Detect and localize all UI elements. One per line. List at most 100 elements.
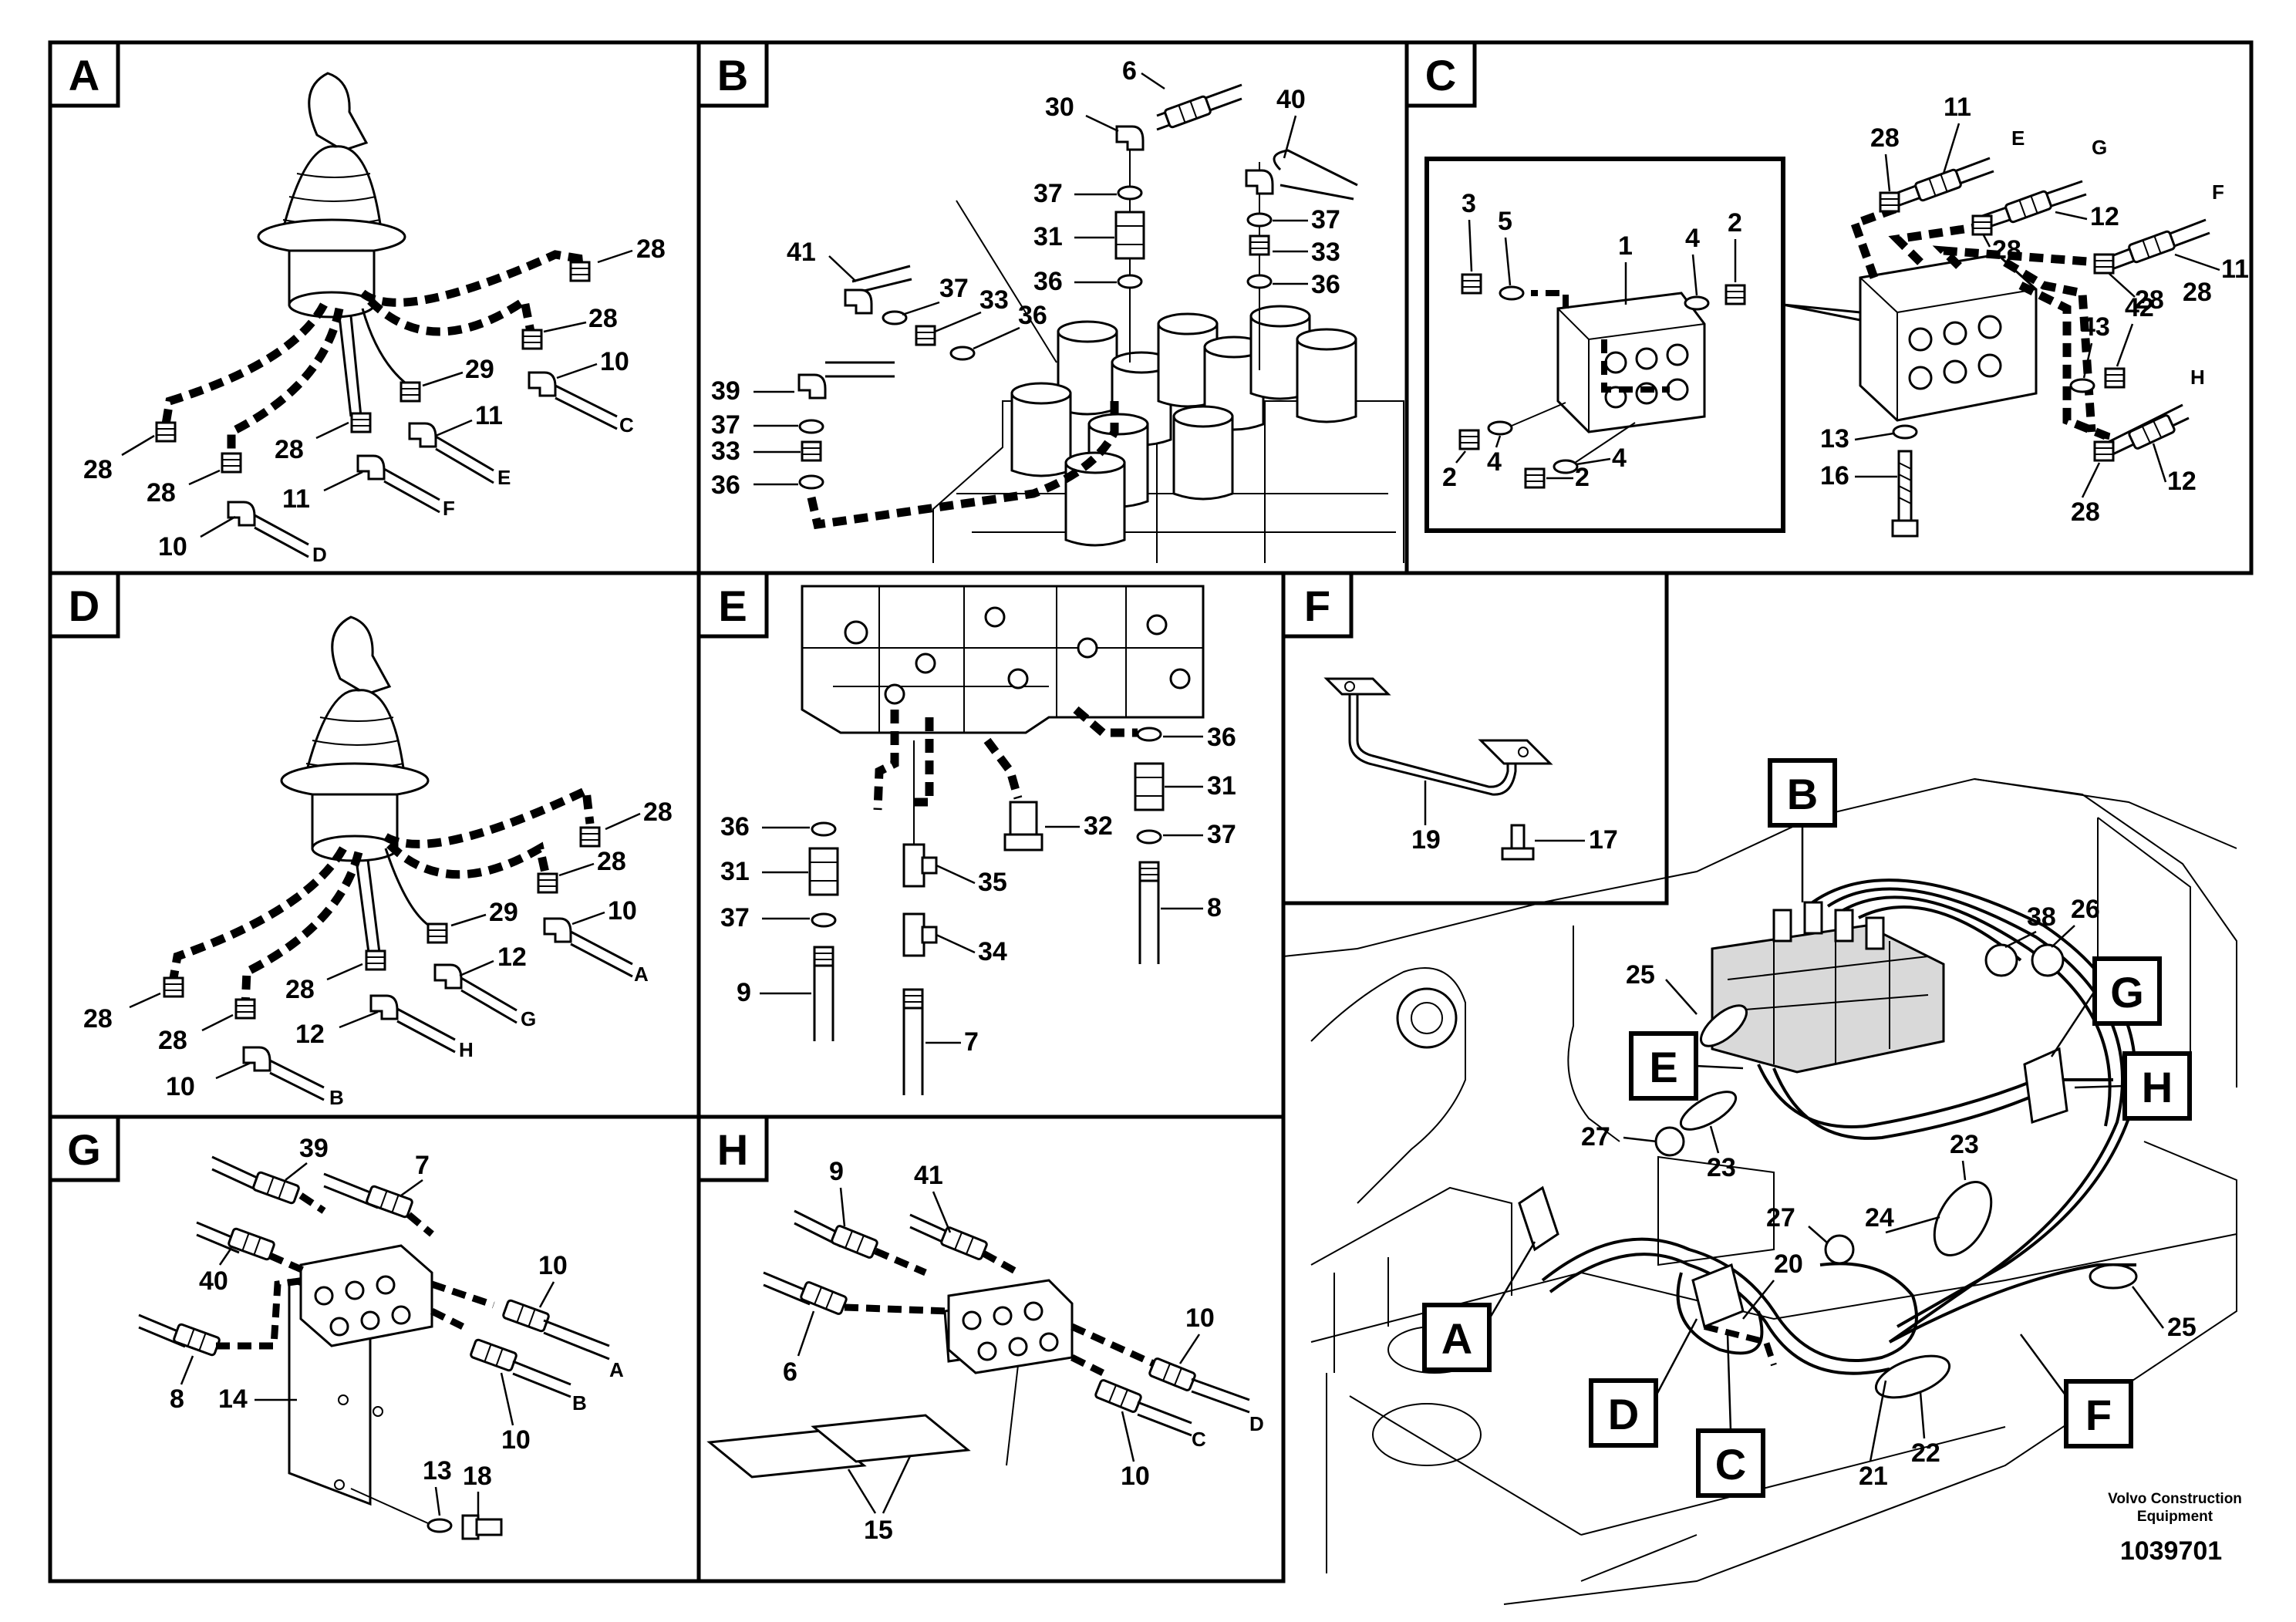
svg-text:27: 27 (1766, 1203, 1795, 1233)
svg-text:1: 1 (1618, 231, 1633, 261)
svg-text:E: E (2011, 126, 2025, 150)
svg-text:G: G (67, 1125, 101, 1174)
svg-text:B: B (572, 1391, 587, 1415)
svg-text:A: A (69, 51, 99, 99)
svg-text:28: 28 (2071, 497, 2100, 527)
svg-text:H: H (2190, 366, 2205, 389)
svg-text:10: 10 (600, 347, 629, 376)
svg-text:20: 20 (1774, 1249, 1803, 1279)
svg-text:D: D (312, 543, 327, 566)
svg-text:32: 32 (1084, 811, 1113, 841)
panel-c-inset (1424, 157, 1861, 533)
svg-text:28: 28 (597, 847, 626, 876)
svg-text:C: C (1425, 51, 1456, 99)
svg-text:29: 29 (489, 898, 518, 927)
svg-text:25: 25 (2167, 1313, 2197, 1342)
svg-text:9: 9 (829, 1157, 844, 1186)
overview-callouts: B E G H A D C F 25 38 26 23 27 23 27 24 … (1424, 760, 2197, 1496)
svg-text:28: 28 (636, 234, 666, 264)
svg-text:37: 37 (1033, 179, 1063, 208)
svg-text:36: 36 (1018, 301, 1047, 330)
svg-text:28: 28 (83, 1004, 113, 1034)
svg-text:36: 36 (1033, 267, 1063, 296)
svg-text:31: 31 (1033, 222, 1063, 251)
svg-text:28: 28 (1870, 123, 1900, 153)
svg-text:25: 25 (1626, 960, 1655, 990)
svg-text:E: E (1649, 1043, 1677, 1091)
svg-text:5: 5 (1498, 207, 1512, 236)
panel-tag-b: B (696, 40, 769, 108)
svg-text:10: 10 (538, 1251, 568, 1280)
svg-text:D: D (1249, 1412, 1264, 1435)
svg-text:C: C (619, 413, 634, 437)
svg-text:15: 15 (864, 1516, 893, 1545)
svg-text:40: 40 (199, 1266, 228, 1296)
svg-text:36: 36 (711, 470, 740, 500)
svg-text:10: 10 (158, 532, 187, 561)
panel-d-art (163, 615, 633, 1101)
svg-text:11: 11 (2221, 255, 2249, 284)
svg-text:G: G (2110, 968, 2144, 1017)
panel-f-art (1323, 677, 1553, 861)
panel-b-labels: 6 30 40 37 31 36 37 33 36 41 37 33 36 39… (711, 56, 1340, 500)
svg-text:4: 4 (1685, 224, 1700, 253)
panel-a-labels: 28 28 29 10 28 28 28 11 11 10 C E F D (83, 234, 666, 566)
company-name-line2: Equipment (2137, 1509, 2213, 1525)
svg-text:2: 2 (1575, 463, 1590, 492)
svg-text:12: 12 (2090, 202, 2119, 231)
svg-text:11: 11 (1944, 93, 1971, 122)
svg-text:B: B (1787, 770, 1818, 818)
panel-e-art (801, 585, 1205, 1095)
svg-text:23: 23 (1950, 1130, 1979, 1159)
company-name-line1: Volvo Construction (2108, 1491, 2242, 1507)
svg-text:43: 43 (2081, 312, 2110, 342)
svg-text:13: 13 (423, 1456, 452, 1485)
svg-text:8: 8 (1207, 893, 1222, 922)
svg-text:2: 2 (1728, 208, 1742, 238)
svg-text:36: 36 (720, 812, 750, 841)
svg-text:C: C (1192, 1428, 1206, 1451)
svg-text:A: A (634, 963, 649, 986)
svg-text:27: 27 (1581, 1122, 1610, 1152)
panel-c-frame (1404, 40, 2254, 575)
panel-tag-g: G (48, 1114, 120, 1182)
svg-text:E: E (718, 582, 747, 630)
svg-text:37: 37 (939, 274, 969, 303)
svg-text:F: F (2085, 1391, 2112, 1439)
svg-text:28: 28 (2135, 285, 2164, 315)
panel-b-art (797, 83, 1404, 563)
svg-text:33: 33 (979, 285, 1009, 315)
svg-text:10: 10 (1185, 1303, 1215, 1333)
panel-tag-e: E (696, 571, 769, 639)
svg-text:10: 10 (166, 1072, 195, 1101)
svg-text:2: 2 (1442, 463, 1457, 492)
panel-h-frame (696, 1114, 1286, 1583)
svg-text:C: C (1715, 1440, 1746, 1489)
svg-text:28: 28 (2183, 278, 2212, 307)
svg-text:40: 40 (1276, 85, 1306, 114)
svg-text:10: 10 (501, 1425, 531, 1455)
svg-text:12: 12 (295, 1020, 325, 1049)
svg-text:34: 34 (978, 937, 1007, 966)
svg-text:24: 24 (1865, 1203, 1894, 1233)
svg-text:7: 7 (964, 1027, 979, 1057)
svg-text:39: 39 (711, 376, 740, 406)
svg-text:G: G (521, 1007, 536, 1030)
svg-text:29: 29 (465, 355, 494, 384)
svg-text:28: 28 (285, 975, 315, 1004)
svg-text:28: 28 (147, 478, 176, 508)
svg-text:22: 22 (1911, 1438, 1940, 1468)
svg-text:17: 17 (1589, 825, 1618, 855)
svg-text:37: 37 (720, 903, 750, 932)
svg-text:28: 28 (1992, 235, 2021, 265)
panel-g-art (138, 1155, 610, 1540)
svg-text:28: 28 (275, 435, 304, 464)
panel-h-art (706, 1209, 1250, 1514)
panel-h-labels: 9 41 6 10 10 15 C D (783, 1157, 1264, 1545)
svg-text:31: 31 (720, 857, 750, 886)
svg-text:4: 4 (1487, 447, 1502, 477)
svg-text:26: 26 (2071, 895, 2100, 924)
svg-text:H: H (459, 1038, 474, 1061)
svg-text:28: 28 (588, 304, 618, 333)
